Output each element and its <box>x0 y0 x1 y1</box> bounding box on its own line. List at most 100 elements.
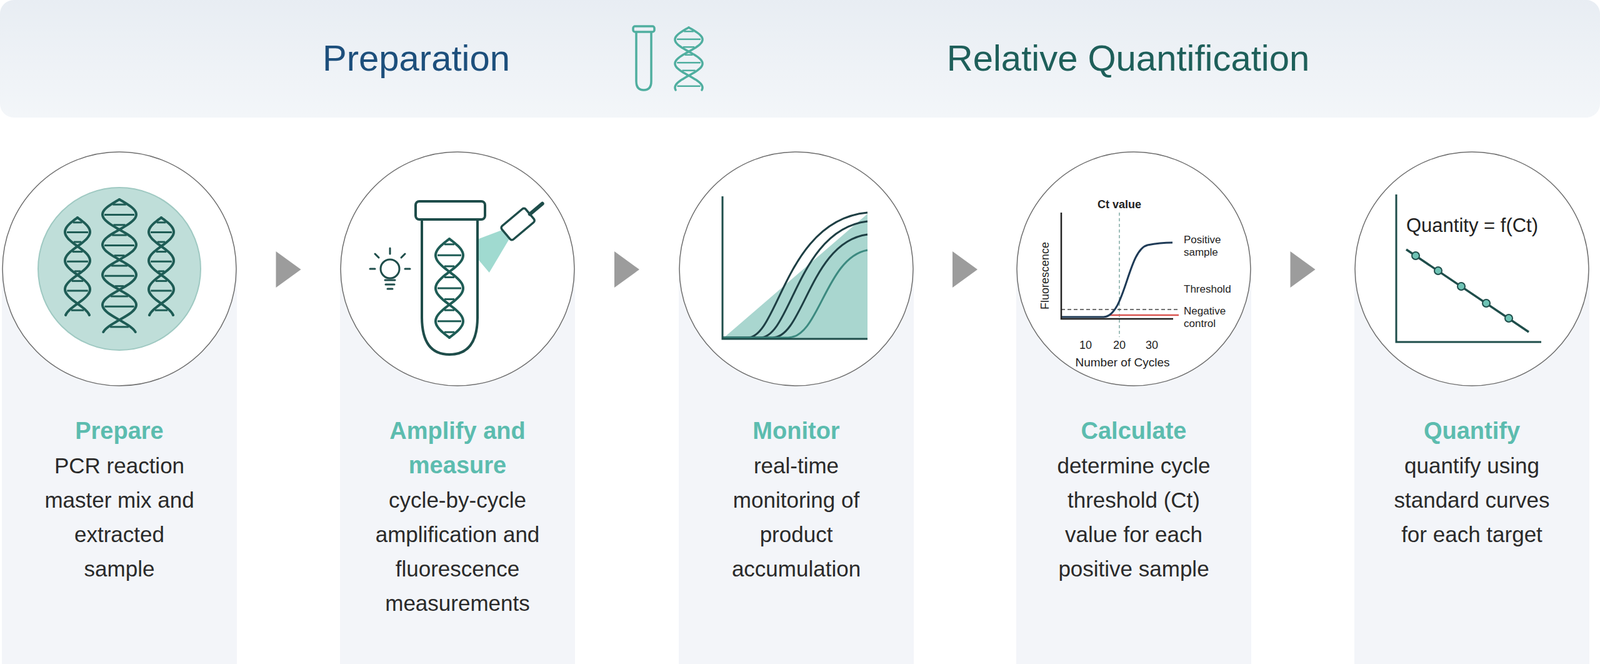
helix-rung <box>66 260 89 263</box>
helix-strand <box>148 217 174 315</box>
helix-rung <box>71 309 84 312</box>
step-circle <box>679 151 914 386</box>
helix-rung <box>155 280 168 282</box>
helix-rung <box>111 265 128 267</box>
curve-points <box>1411 251 1513 322</box>
bulb-base <box>385 280 395 289</box>
step-illustration <box>1016 151 1251 386</box>
helix-rung <box>72 250 83 253</box>
dna-helix <box>675 27 703 90</box>
detector-body <box>500 207 535 242</box>
step-circle <box>1016 151 1251 386</box>
ct-line <box>1118 212 1120 337</box>
series-label: Positive sample <box>1183 233 1234 259</box>
helix-strand <box>435 238 464 338</box>
negative-control-line <box>1110 314 1179 317</box>
helix-rung <box>158 270 165 272</box>
step-description: quantify using standard curves for each … <box>1387 448 1557 552</box>
bulb-rays <box>370 248 410 269</box>
dna-helix <box>435 238 464 338</box>
amplification-curve <box>722 234 868 338</box>
step-title: Quantify <box>1368 413 1575 449</box>
helix-rung <box>115 285 124 287</box>
helix-rung <box>113 223 125 226</box>
helix-rung <box>66 290 89 292</box>
amplification-curve <box>722 221 868 338</box>
step-column: Amplify and measurecycle-by-cycle amplif… <box>340 151 575 664</box>
flow-arrow <box>1251 251 1355 288</box>
chart-axes <box>1396 194 1542 342</box>
helix-strand <box>102 199 137 332</box>
helix-rung <box>676 38 701 41</box>
flow-arrow <box>913 251 1017 288</box>
helix-rung <box>66 231 89 234</box>
helix-strand <box>65 217 90 315</box>
detector-handle <box>530 203 543 215</box>
helix-strand <box>148 217 174 315</box>
helix-rung <box>444 243 455 245</box>
step-circle <box>340 151 575 386</box>
helix-rung <box>683 46 695 49</box>
data-point <box>1411 251 1420 260</box>
step-title: Calculate <box>1030 413 1237 449</box>
step-column: PreparePCR reaction master mix and extra… <box>1 151 237 664</box>
step-text: Amplify and measurecycle-by-cycle amplif… <box>340 413 575 620</box>
tube-cap <box>633 26 655 32</box>
data-point <box>1482 299 1490 307</box>
dna-helix <box>102 199 137 332</box>
helix-rung <box>150 260 172 263</box>
section-heading: Relative Quantification <box>946 38 1310 79</box>
helix-rung <box>676 85 700 88</box>
helix-rung <box>681 70 695 72</box>
helix-rung <box>444 331 455 334</box>
helix-rung <box>156 250 167 253</box>
bulb-glass <box>380 259 400 279</box>
helix-rung <box>111 234 127 237</box>
step-description: determine cycle threshold (Ct) value for… <box>1046 448 1222 586</box>
helix-rung <box>150 231 172 234</box>
helix-strand <box>675 27 703 90</box>
tube-cap <box>415 201 485 220</box>
helix-rung <box>73 241 82 244</box>
data-point <box>1434 266 1442 275</box>
step-title: Monitor <box>693 413 900 449</box>
sample-disk <box>38 187 201 350</box>
step-column: Calculatedetermine cycle threshold (Ct) … <box>1016 151 1252 664</box>
helix-rung <box>437 254 462 257</box>
helix-rung <box>444 309 455 312</box>
helix-rung <box>157 241 165 244</box>
step-circle <box>2 151 237 386</box>
helix-rung <box>110 295 129 297</box>
chart-axes <box>1061 212 1174 319</box>
helix-rung <box>155 309 168 312</box>
helix-rung <box>74 270 81 272</box>
helix-rung <box>114 254 125 257</box>
formula-label: Quantity = f(Ct) <box>1406 214 1539 237</box>
helix-rung <box>71 280 84 282</box>
step-column: Monitorreal-time monitoring of product a… <box>678 151 914 664</box>
light-beam <box>465 220 519 274</box>
detector <box>465 189 555 273</box>
flow-arrow <box>575 251 679 288</box>
helix-strand <box>675 27 703 90</box>
helix-rung <box>73 221 82 224</box>
amplification-curve <box>722 250 868 338</box>
step-description: real-time monitoring of product accumula… <box>715 448 878 586</box>
chart-axes <box>722 196 868 339</box>
helix-rung <box>437 287 462 290</box>
positive-curve <box>1061 242 1173 317</box>
helix-rung <box>112 203 126 206</box>
step-text: Quantifyquantify using standard curves f… <box>1354 413 1590 552</box>
helix-rung <box>156 221 166 224</box>
helix-rung <box>444 265 455 267</box>
flow-arrow <box>236 251 340 288</box>
step-illustration <box>2 151 237 386</box>
step-circle <box>1355 151 1589 386</box>
threshold-line <box>1061 308 1179 310</box>
helix-rung <box>104 213 135 216</box>
section-heading: Preparation <box>322 38 510 79</box>
step-illustration <box>1355 151 1589 386</box>
dna-helix <box>65 217 90 315</box>
